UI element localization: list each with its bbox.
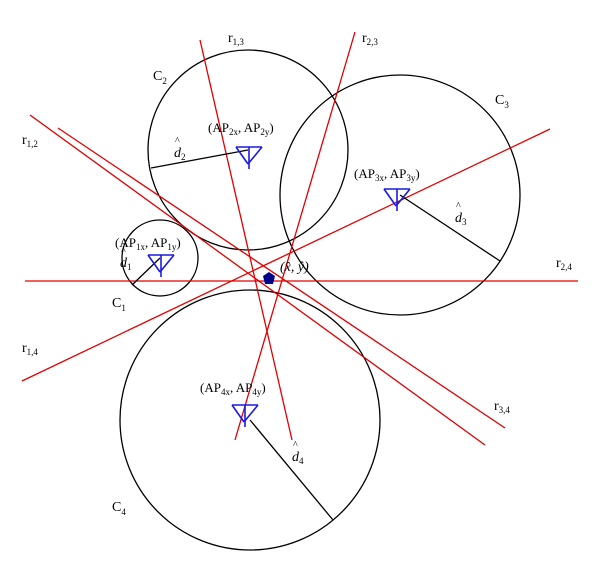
antenna-icon-ap3 bbox=[383, 188, 411, 211]
line-label-r14: r1,4 bbox=[22, 341, 38, 357]
svg-text:d3: d3 bbox=[455, 211, 467, 227]
ap-label-ap1: (AP1x, AP1y) bbox=[115, 235, 181, 252]
distance-label-d2: d2 ^ bbox=[174, 136, 186, 162]
circle-label-c1: C1 bbox=[112, 296, 126, 313]
svg-text:^: ^ bbox=[175, 136, 180, 147]
circle-label-c4: C4 bbox=[112, 500, 126, 517]
distance-d3 bbox=[399, 194, 501, 262]
distance-label-d1: d1 ^ bbox=[120, 246, 132, 272]
svg-text:^: ^ bbox=[121, 246, 126, 257]
ap-label-ap4: (AP4x, AP4y) bbox=[200, 380, 266, 397]
line-label-r34: r3,4 bbox=[494, 399, 510, 415]
radical-line-r23 bbox=[234, 31, 356, 441]
svg-text:d2: d2 bbox=[174, 146, 186, 162]
line-label-r12: r1,2 bbox=[22, 133, 38, 149]
radical-line-r12b bbox=[57, 127, 506, 429]
line-label-r24: r2,4 bbox=[556, 256, 572, 272]
radical-line-r12 bbox=[29, 114, 486, 446]
antenna-icon-ap1 bbox=[147, 254, 175, 277]
distance-d4 bbox=[249, 419, 334, 521]
line-label-r23: r2,3 bbox=[362, 31, 378, 47]
ap-label-ap2: (AP2x, AP2y) bbox=[208, 120, 274, 137]
circle-label-c2: C2 bbox=[153, 69, 167, 86]
line-label-r13: r1,3 bbox=[228, 31, 244, 47]
svg-text:d1: d1 bbox=[120, 256, 132, 272]
ap-label-ap3: (AP3x, AP3y) bbox=[354, 166, 420, 183]
circle-c4 bbox=[119, 289, 381, 551]
radical-line-r14 bbox=[21, 128, 551, 382]
estimate-marker-icon bbox=[263, 272, 275, 284]
antenna-icon-ap4 bbox=[231, 404, 259, 427]
svg-text:^: ^ bbox=[293, 440, 298, 451]
circle-c1 bbox=[121, 219, 199, 297]
antenna-icon-ap2 bbox=[235, 146, 263, 169]
circle-label-c3: C3 bbox=[495, 93, 509, 110]
distance-label-d3: d3 ^ bbox=[455, 201, 467, 227]
svg-text:d4: d4 bbox=[292, 450, 304, 466]
distance-d1 bbox=[131, 257, 161, 286]
radical-line-r13 bbox=[199, 39, 293, 441]
svg-text:^: ^ bbox=[456, 201, 461, 212]
distance-d2 bbox=[150, 149, 249, 169]
distance-label-d4: d4 ^ bbox=[292, 440, 304, 466]
circle-c3 bbox=[279, 74, 521, 316]
estimate-label: (x̂, ŷ) bbox=[280, 260, 309, 275]
